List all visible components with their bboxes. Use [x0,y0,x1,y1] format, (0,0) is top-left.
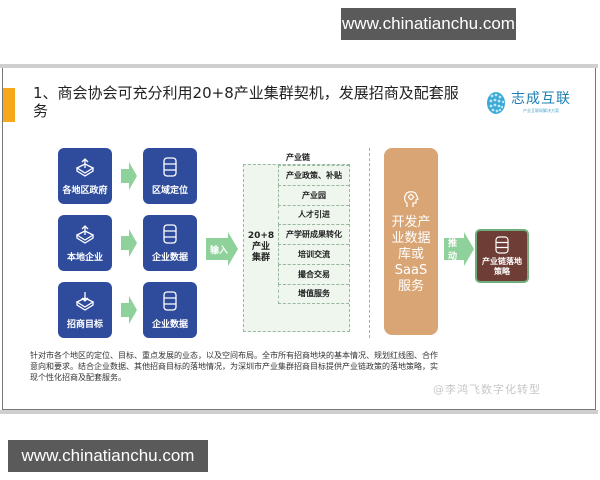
chain-item-value-added: 增值服务 [278,283,349,305]
arrow-right-icon [121,229,137,257]
source-box-local-enterprise: 本地企业 [58,215,112,271]
site-url-banner-bottom: www.chinatianchu.com [8,440,208,472]
site-url-banner-top: www.chinatianchu.com [341,8,516,40]
input-arrow: 输入 [206,232,238,266]
slide-title: 1、商会协会可充分利用20+8产业集群契机，发展招商及配套服务 [33,84,459,120]
database-icon [495,235,509,254]
target-box-region-positioning: 区域定位 [143,148,197,204]
source-label: 招商目标 [66,319,103,330]
strategy-label-line: 策略 [494,266,510,276]
title-accent-bar [3,88,15,122]
source-label: 各地区政府 [62,185,108,196]
slide: 1、商会协会可充分利用20+8产业集群契机，发展招商及配套服务 志成互联 产业互… [2,68,596,410]
cluster-label: 20+8 产业 集群 [244,231,278,264]
slide-description: 针对市各个地区的定位、目标、重点发展的业态，以及空间布局。全市所有招商地块的基本… [30,351,438,382]
cluster-label-line: 20+8 [247,231,275,241]
saas-line: 服务 [397,278,424,294]
head-gear-icon [404,190,419,207]
cluster-label-line: 集群 [251,253,270,263]
push-arrow: 推动 [444,232,474,266]
chain-item-industrial-park: 产业园 [278,184,349,206]
database-icon [163,223,177,244]
target-label: 企业数据 [151,252,188,263]
saas-database-box: 开发产 业数据 库或 SaaS 服务 [384,148,438,335]
chain-item-research-transfer: 产学研成果转化 [278,224,349,245]
target-box-enterprise-data: 企业数据 [143,215,197,271]
image-watermark: @李鸿飞数字化转型 [433,383,541,396]
target-box-enterprise-data-2: 企业数据 [143,282,197,338]
saas-line: SaaS [394,262,428,278]
company-logo: 志成互联 产业互联网解决方案 [485,88,585,118]
upload-tray-icon [75,157,95,177]
slide-frame: 1、商会协会可充分利用20+8产业集群契机，发展招商及配套服务 志成互联 产业互… [0,64,598,414]
logo-name: 志成互联 [511,91,571,107]
section-divider [369,148,370,338]
chain-item-training: 培训交流 [278,244,349,265]
cluster-label-line: 产业 [251,242,270,252]
download-tray-icon [75,291,95,311]
input-arrow-label: 输入 [206,232,238,266]
arrow-right-icon [121,162,137,190]
globe-logo-icon [487,92,505,114]
upload-tray-icon [75,224,95,244]
database-icon [163,156,177,177]
strategy-box: 产业链落地 策略 [475,229,529,283]
logo-tagline: 产业互联网解决方案 [523,108,559,113]
push-arrow-label: 推动 [444,232,474,266]
source-box-investment-target: 招商目标 [58,282,112,338]
industry-chain-list: 产业政策、补贴 产业园 人才引进 产学研成果转化 培训交流 撮合交易 增值服务 [278,165,349,331]
source-box-government: 各地区政府 [58,148,112,204]
source-label: 本地企业 [66,252,103,263]
chain-item-policy-subsidy: 产业政策、补贴 [278,165,349,186]
industry-cluster-container: 20+8 产业 集群 产业政策、补贴 产业园 人才引进 产学研成果转化 培训交流… [243,164,350,332]
saas-line: 开发产 [391,214,431,230]
arrow-right-icon [121,296,137,324]
target-label: 区域定位 [151,185,188,196]
industry-chain-title: 产业链 [286,153,310,162]
saas-line: 库或 [397,246,424,262]
target-label: 企业数据 [151,319,188,330]
chain-item-matchmaking: 撮合交易 [278,263,349,285]
saas-line: 业数据 [391,230,431,246]
strategy-label-line: 产业链落地 [482,256,522,266]
chain-item-talent: 人才引进 [278,204,349,226]
database-icon [163,290,177,311]
